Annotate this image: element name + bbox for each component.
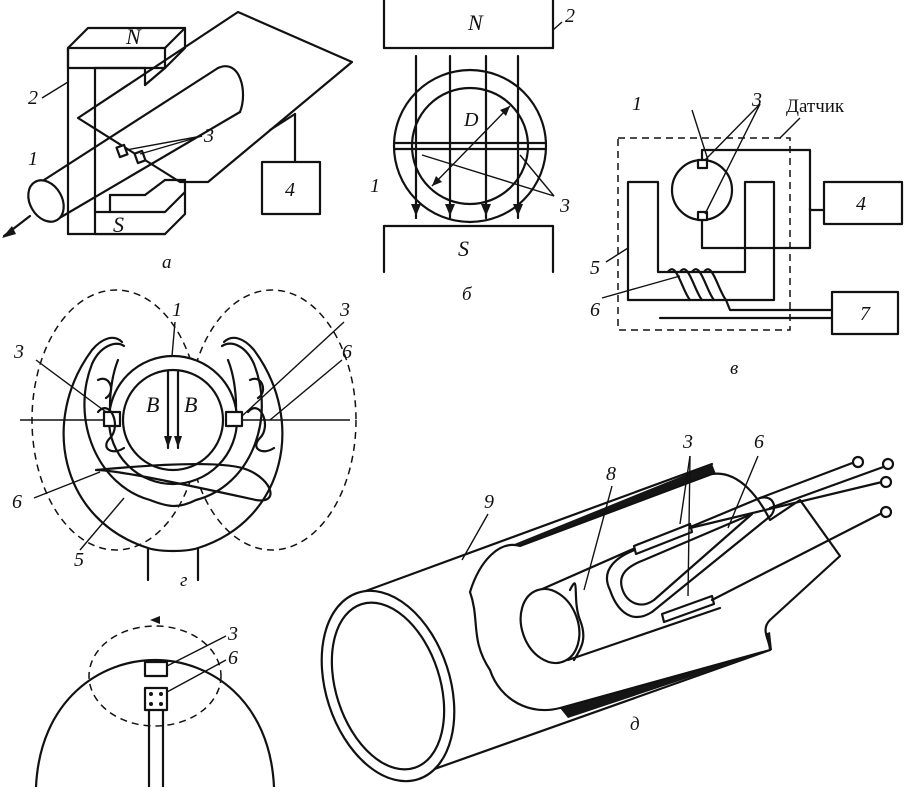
bottom-left-label-electrode: 3: [227, 623, 238, 645]
panel-g-label-core: 5: [74, 549, 84, 571]
panel-d-label-inner-tube: 8: [606, 463, 616, 485]
panel-d-label-coil: 6: [754, 431, 764, 453]
panel-v-label-core: 5: [590, 257, 600, 279]
panel-g-label-coil-left: 6: [12, 491, 22, 513]
panel-d-leads: [688, 455, 895, 602]
panel-v-label-electrodes: 3: [751, 89, 762, 111]
bottom-left-flux-loop: [88, 625, 222, 727]
panel-g-label-field-right: B: [184, 392, 197, 417]
panel-b-pole-south: [382, 224, 555, 274]
panel-g-label-electrode-left: 3: [13, 341, 24, 363]
panel-v-pipe: [670, 148, 826, 250]
panel-v-sensor-boundary: [617, 137, 791, 331]
bottom-left-pipe-wall: [34, 658, 276, 789]
panel-g-label-pipe: 1: [172, 299, 182, 321]
bottom-left-coil-block: [143, 686, 169, 712]
panel-g-caption: г: [180, 570, 187, 591]
panel-v-caption: в: [730, 358, 738, 379]
panel-v-coil: [658, 268, 834, 320]
panel-a-meter: [260, 112, 322, 216]
panel-v-label-meter: 4: [856, 193, 866, 215]
panel-v-label-coil: 6: [590, 299, 600, 321]
panel-v-power: [830, 290, 900, 336]
panel-a-label-electrodes: 3: [203, 125, 214, 147]
panel-a-label-pipe: 1: [28, 148, 38, 170]
panel-b-label-magnet: 2: [565, 5, 575, 27]
panel-a-electrode-plate: [76, 10, 354, 184]
panel-v-label-power: 7: [860, 303, 871, 325]
panel-g-label-field-left: B: [146, 392, 159, 417]
panel-b-label-electrodes: 3: [559, 195, 570, 217]
panel-g: 1 3 3 6 6 5 B B г: [12, 289, 357, 591]
panel-a-label-south: S: [113, 212, 124, 237]
panel-a-pipe: [2, 65, 245, 238]
panel-v-sensor-label: Датчик: [786, 96, 845, 117]
panel-g-coils: [94, 377, 276, 502]
panel-b-label-diameter: D: [463, 109, 479, 131]
panel-a-label-north: N: [125, 24, 142, 49]
panel-d-label-electrodes: 3: [682, 431, 693, 453]
panel-g-electrodes: [102, 410, 244, 428]
panel-b-label-north: N: [467, 10, 484, 35]
panel-b: N S 2 1 D 3 б: [370, 0, 575, 305]
panel-d-inner-tube: [519, 522, 722, 665]
panel-g-label-electrode-right: 3: [339, 299, 350, 321]
panel-g-pipe: [107, 354, 239, 486]
panel-d-caption: д: [630, 714, 640, 735]
panel-b-caption: б: [462, 284, 473, 305]
panel-v-core: [626, 180, 776, 302]
panel-b-field-lines: [411, 54, 523, 220]
panel-b-pipe: [392, 68, 548, 224]
panel-a-label-magnet: 2: [28, 87, 38, 109]
bottom-left-electrode: [143, 660, 169, 678]
panel-b-label-south: S: [458, 236, 469, 261]
panel-a-label-meter: 4: [285, 179, 295, 201]
panel-g-label-coil-right: 6: [342, 341, 352, 363]
panel-d-cutaway: [468, 472, 842, 712]
panel-v-meter: [822, 180, 904, 226]
panel-a: N S 1 2 3 4 а: [2, 10, 354, 273]
bottom-left-label-coil: 6: [228, 647, 238, 669]
panel-d: 3 6 8 9 д: [320, 431, 895, 783]
panel-b-diameter-arrow: [431, 105, 511, 187]
panel-v: 1 3 Датчик 4 5 6 7 в: [590, 89, 904, 379]
panel-a-magnet: [66, 26, 187, 236]
panel-d-label-outer-tube: 9: [484, 491, 494, 513]
panel-d-electrodes: [632, 522, 716, 624]
panel-b-pole-north: [382, 0, 555, 50]
panel-b-label-pipe: 1: [370, 175, 380, 197]
panel-bottom-left: 3 6: [34, 616, 276, 789]
panel-a-caption: а: [162, 252, 172, 273]
panel-v-label-pipe: 1: [632, 93, 642, 115]
